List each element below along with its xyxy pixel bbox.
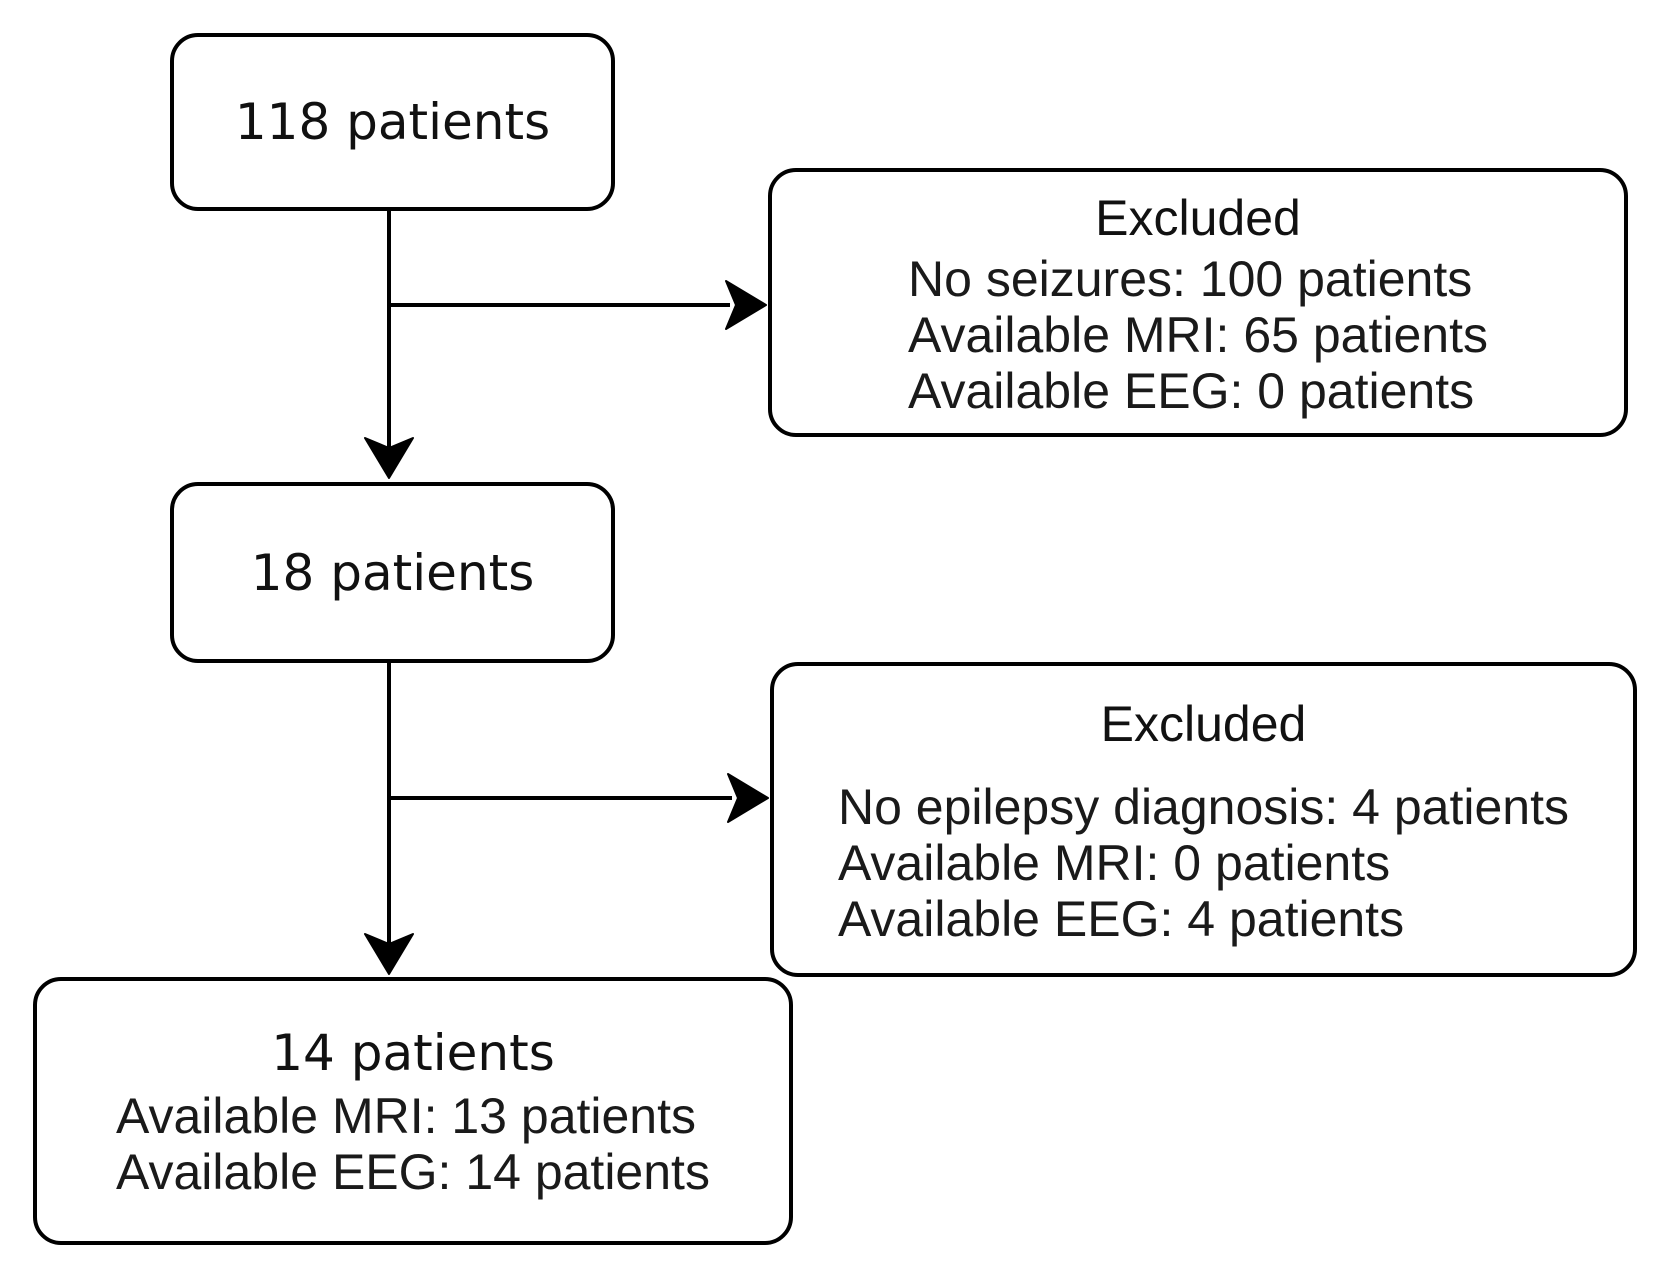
excluded-details: No epilepsy diagnosis: 4 patients Availa… — [838, 779, 1569, 947]
excluded-line: Available MRI: 0 patients — [837, 834, 1391, 891]
box-14-patients: 14 patients Available MRI: 13 patients A… — [33, 977, 793, 1245]
excluded-line: Available EEG: 0 patients — [908, 362, 1475, 419]
box-118-patients-title: 118 patients — [234, 93, 551, 151]
excluded-line: No epilepsy diagnosis: 4 patients — [837, 778, 1569, 835]
arrowhead-down-icon — [364, 933, 414, 975]
connector-18-to-14 — [364, 663, 414, 975]
excluded-line: Available EEG: 4 patients — [837, 890, 1405, 947]
connector-118-to-18 — [364, 211, 414, 479]
excluded-line: Available MRI: 65 patients — [908, 306, 1488, 363]
excluded-title: Excluded — [1095, 189, 1301, 246]
arrowhead-right-icon — [725, 280, 767, 330]
box-14-patients-title: 14 patients — [271, 1024, 555, 1082]
excluded-title: Excluded — [1100, 695, 1307, 752]
excluded-details: No seizures: 100 patients Available MRI:… — [908, 251, 1488, 419]
arrowhead-down-icon — [364, 437, 414, 479]
arrowhead-right-icon — [727, 773, 769, 823]
cohort-line: Available EEG: 14 patients — [116, 1144, 710, 1200]
box-excluded-no-epilepsy: Excluded No epilepsy diagnosis: 4 patien… — [770, 662, 1637, 977]
box-excluded-no-seizures: Excluded No seizures: 100 patients Avail… — [768, 168, 1628, 437]
box-18-patients-title: 18 patients — [250, 543, 535, 602]
excluded-line: No seizures: 100 patients — [908, 250, 1473, 307]
box-118-patients: 118 patients — [170, 33, 615, 211]
final-cohort-details: Available MRI: 13 patients Available EEG… — [116, 1088, 710, 1200]
connector-18-to-excluded-2 — [389, 773, 769, 823]
cohort-line: Available MRI: 13 patients — [116, 1088, 697, 1144]
box-18-patients: 18 patients — [170, 482, 615, 663]
connector-118-to-excluded-1 — [389, 280, 767, 330]
